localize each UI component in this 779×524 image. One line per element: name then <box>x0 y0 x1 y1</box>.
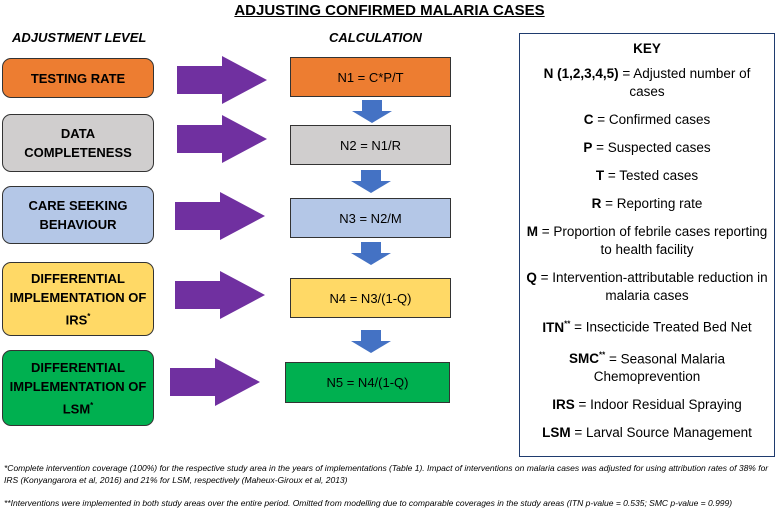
key-item-q: Q = Intervention-attributable reduction … <box>526 270 768 303</box>
key-item-c: C = Confirmed cases <box>583 112 711 127</box>
footnote-2: **Interventions were implemented in both… <box>4 498 733 508</box>
irs-label: DIFFERENTIAL IMPLEMENTATION OF IRS <box>9 270 147 328</box>
right-arrow-4 <box>175 271 265 319</box>
calculation-header: CALCULATION <box>329 30 422 45</box>
key-panel: KEY N (1,2,3,4,5) = Adjusted number of c… <box>519 33 775 457</box>
down-arrow-4 <box>351 330 391 353</box>
care-seeking-box: CARE SEEKING BEHAVIOUR <box>2 186 154 244</box>
right-arrow-1 <box>177 56 267 104</box>
lsm-box: DIFFERENTIAL IMPLEMENTATION OF LSM* <box>2 350 154 426</box>
data-completeness-box: DATA COMPLETENESS <box>2 114 154 172</box>
calc-n4: N4 = N3/(1-Q) <box>290 278 451 318</box>
irs-box: DIFFERENTIAL IMPLEMENTATION OF IRS* <box>2 262 154 336</box>
data-completeness-label: DATA COMPLETENESS <box>24 126 132 160</box>
key-item-m: M = Proportion of febrile cases reportin… <box>526 224 768 257</box>
testing-rate-label: TESTING RATE <box>30 70 126 86</box>
key-item-smc: SMC** = Seasonal Malaria Chemoprevention <box>569 350 725 385</box>
adjustment-level-header: ADJUSTMENT LEVEL <box>12 30 147 45</box>
calc-n2: N2 = N1/R <box>290 125 451 165</box>
calc-n3-text: N3 = N2/M <box>339 210 402 226</box>
footnote-1: *Complete intervention coverage (100%) f… <box>4 463 769 485</box>
key-item-itn: ITN** = Insecticide Treated Bed Net <box>542 319 752 335</box>
key-item-t: T = Tested cases <box>595 168 699 183</box>
lsm-sup: * <box>90 400 94 410</box>
calc-n3: N3 = N2/M <box>290 198 451 238</box>
calc-n1: N1 = C*P/T <box>290 57 451 97</box>
calc-n5: N5 = N4/(1-Q) <box>285 362 450 403</box>
right-arrow-5 <box>170 358 260 406</box>
lsm-label: DIFFERENTIAL IMPLEMENTATION OF LSM <box>9 359 147 417</box>
calc-n5-text: N5 = N4/(1-Q) <box>326 375 409 390</box>
calc-n1-text: N1 = C*P/T <box>337 69 404 85</box>
right-arrow-3 <box>175 192 265 240</box>
testing-rate-box: TESTING RATE <box>2 58 154 98</box>
down-arrow-2 <box>351 170 391 193</box>
down-arrow-3 <box>351 242 391 265</box>
key-title: KEY <box>633 41 661 56</box>
key-item-p: P = Suspected cases <box>583 140 711 155</box>
key-item-irs: IRS = Indoor Residual Spraying <box>552 397 742 412</box>
key-item-n: N (1,2,3,4,5) = Adjusted number of cases <box>543 66 751 99</box>
down-arrow-1 <box>352 100 392 123</box>
irs-sup: * <box>87 311 91 321</box>
page-title: ADJUSTING CONFIRMED MALARIA CASES <box>234 2 545 19</box>
right-arrow-2 <box>177 115 267 163</box>
calc-n2-text: N2 = N1/R <box>339 137 402 153</box>
key-item-r: R = Reporting rate <box>591 196 703 211</box>
care-seeking-label: CARE SEEKING BEHAVIOUR <box>28 198 128 232</box>
key-item-lsm: LSM = Larval Source Management <box>542 425 752 440</box>
calc-n4-text: N4 = N3/(1-Q) <box>329 290 412 306</box>
